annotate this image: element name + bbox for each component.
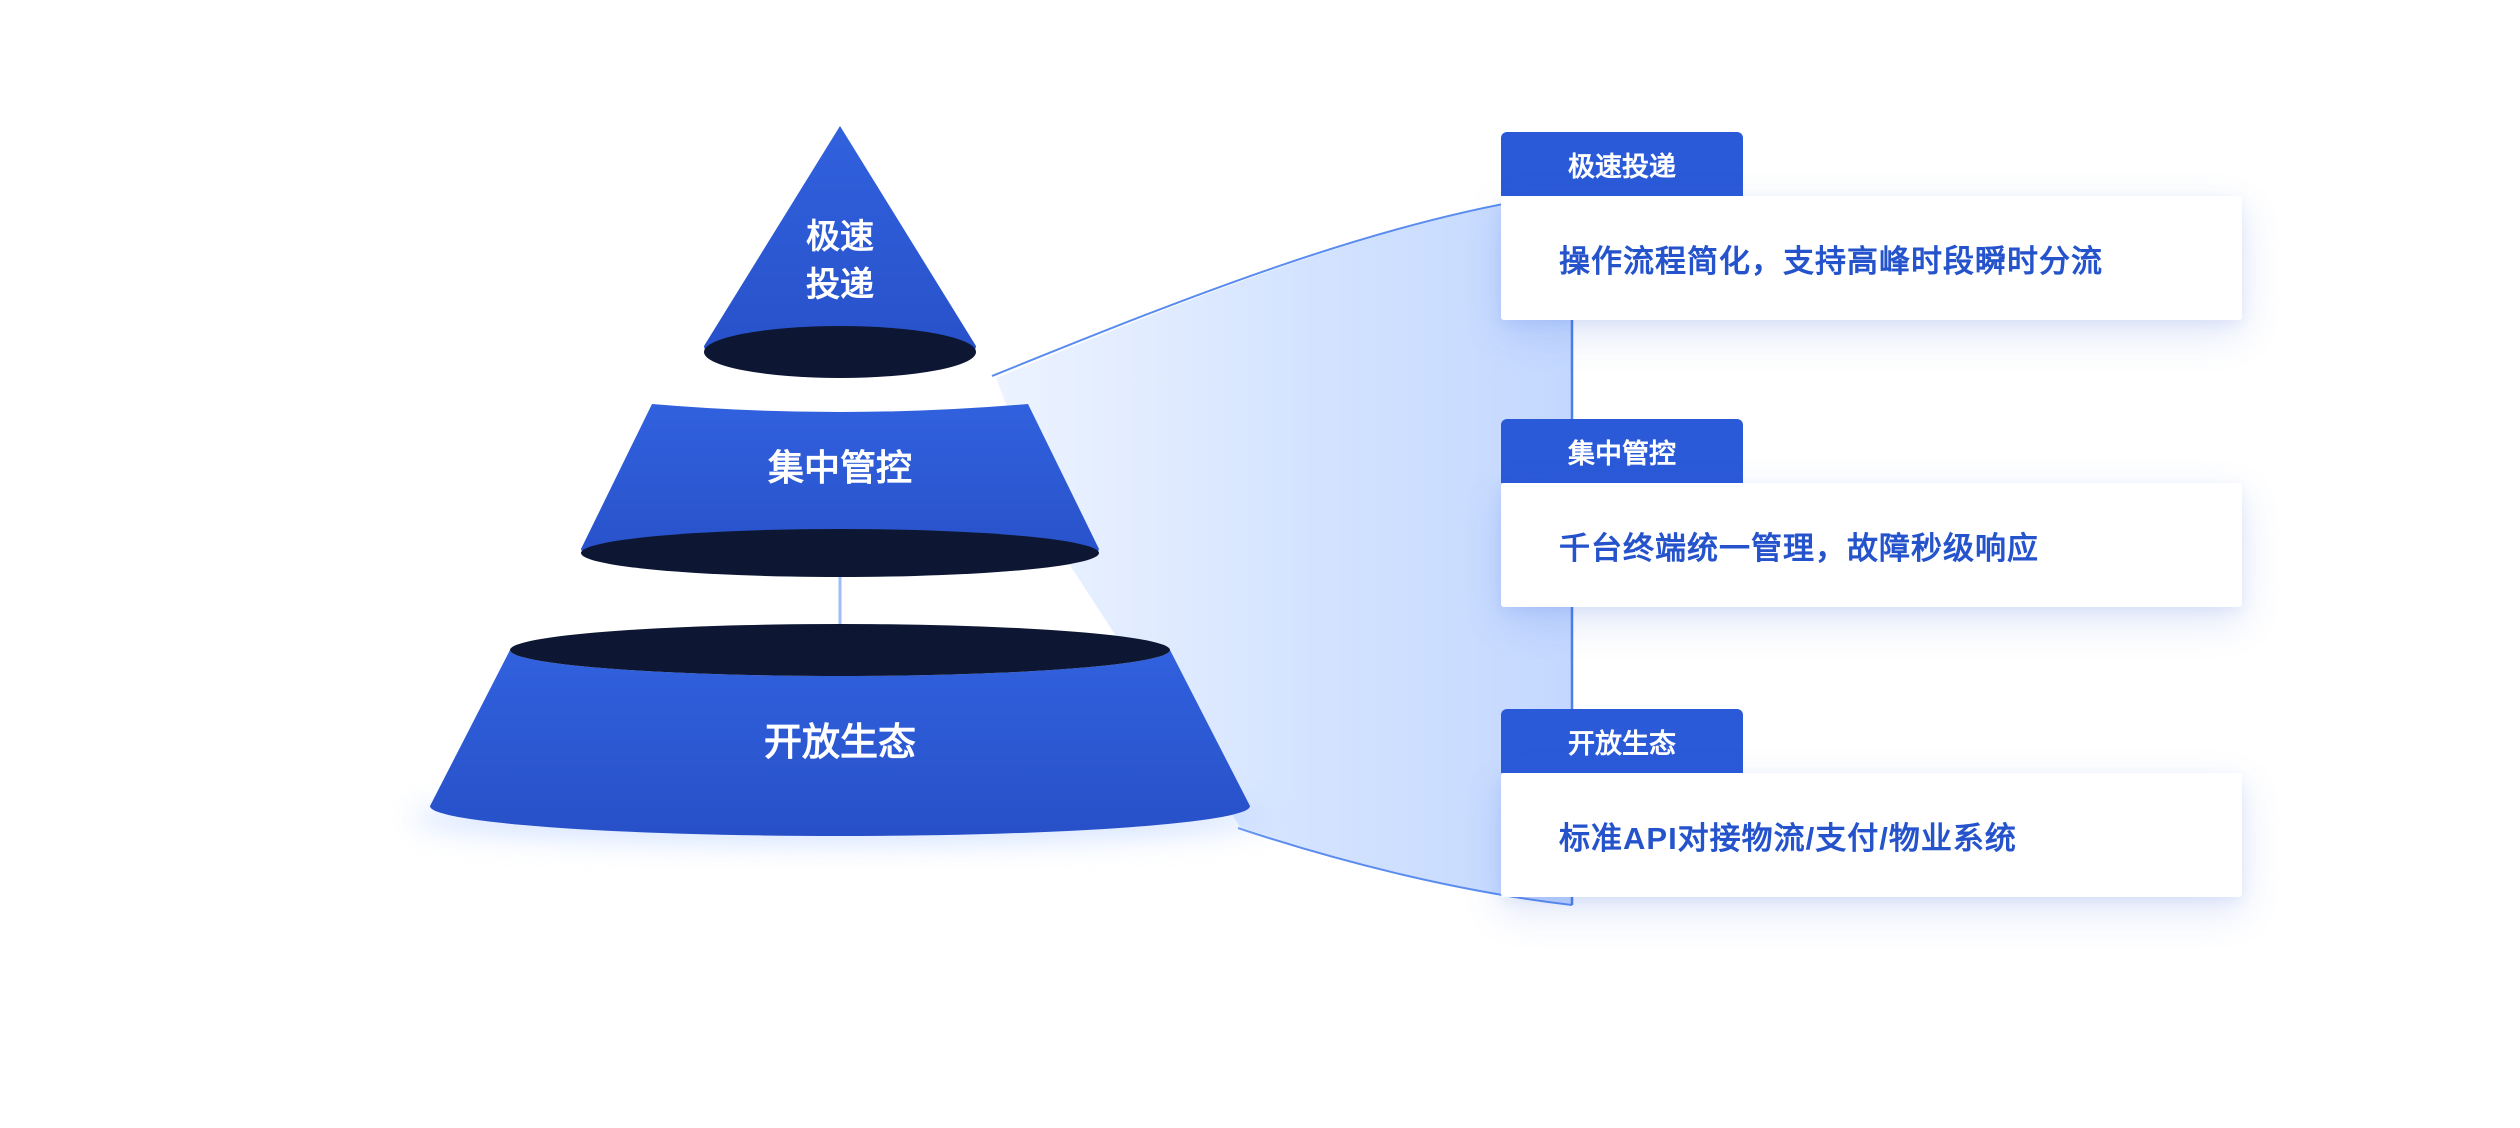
card-tab-label: 开放生态 <box>1568 728 1676 759</box>
pyramid-tier3-label: 开放生态 <box>764 722 916 764</box>
card-body-open-ecosystem: 标准API对接物流/支付/物业系统 <box>1501 773 2242 897</box>
pyramid-tier2-label: 集中管控 <box>767 447 912 488</box>
card-description: 标准API对接物流/支付/物业系统 <box>1559 820 2017 856</box>
card-tab-open-ecosystem: 开放生态 <box>1501 709 1743 773</box>
feature-card-open-ecosystem: 开放生态 标准API对接物流/支付/物业系统 <box>1501 709 2242 897</box>
connector-beam <box>996 194 1572 904</box>
card-tab-label: 极速投递 <box>1568 151 1676 182</box>
card-description: 千台终端统一管理，故障秒级响应 <box>1559 530 2039 566</box>
pyramid-tier-central-control: 集中管控 <box>581 404 1099 577</box>
card-body-rapid-delivery: 操作流程简化，支持高峰时段瞬时分流 <box>1501 196 2242 320</box>
card-tab-label: 集中管控 <box>1568 438 1676 469</box>
tier2-bottom-ellipse <box>581 529 1099 577</box>
pyramid-tier-rapid-delivery: 极速 投递 <box>704 126 976 378</box>
card-tab-rapid-delivery: 极速投递 <box>1501 132 1743 196</box>
feature-card-central-control: 集中管控 千台终端统一管理，故障秒级响应 <box>1501 419 2242 607</box>
connector-line-bottom <box>1237 827 1573 906</box>
tier3-top-ellipse <box>510 624 1170 676</box>
card-body-central-control: 千台终端统一管理，故障秒级响应 <box>1501 483 2242 607</box>
card-tab-central-control: 集中管控 <box>1501 419 1743 483</box>
pyramid-tier-open-ecosystem: 开放生态 <box>430 624 1250 836</box>
pyramid-tier1-label-line2: 投递 <box>806 266 874 304</box>
tier1-bottom-ellipse <box>704 326 976 378</box>
card-description: 操作流程简化，支持高峰时段瞬时分流 <box>1559 243 2103 279</box>
pyramid-tier1-label-line1: 极速 <box>806 218 874 256</box>
feature-card-rapid-delivery: 极速投递 操作流程简化，支持高峰时段瞬时分流 <box>1501 132 2242 320</box>
connector-line-top <box>991 192 1573 377</box>
